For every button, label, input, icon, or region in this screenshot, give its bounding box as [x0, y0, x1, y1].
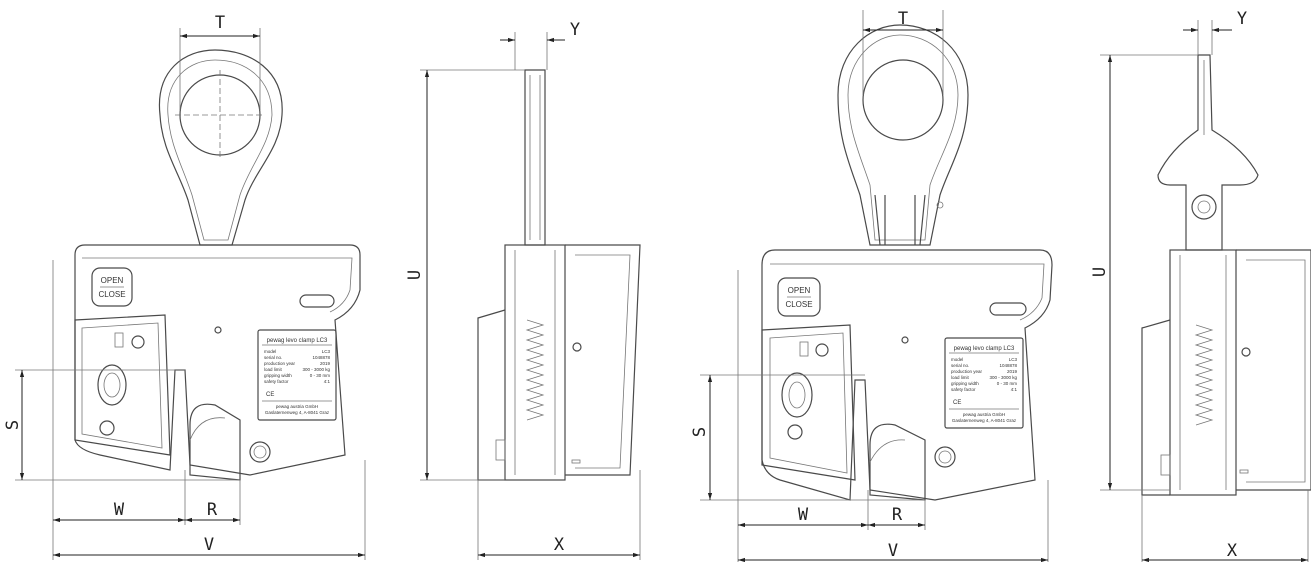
svg-text:CE: CE — [266, 392, 274, 398]
svg-text:production year: production year — [264, 361, 296, 366]
dim-w: W — [798, 505, 809, 525]
dim-u: U — [1090, 267, 1110, 277]
dim-y: Y — [570, 20, 580, 40]
svg-text:300 - 3000 kg: 300 - 3000 kg — [302, 367, 330, 372]
lifting-eye — [158, 49, 283, 246]
svg-text:pewag levo clamp LC3: pewag levo clamp LC3 — [267, 338, 328, 344]
svg-text:serial no.: serial no. — [951, 363, 969, 368]
dim-s: S — [3, 420, 23, 430]
dim-r: R — [207, 500, 218, 520]
svg-text:safety factor: safety factor — [264, 379, 289, 384]
slot — [299, 294, 335, 308]
clamp-body — [761, 249, 1053, 501]
svg-text:load limit: load limit — [951, 375, 970, 380]
dim-u: U — [405, 270, 425, 280]
svg-text:serial no.: serial no. — [264, 355, 282, 360]
lever-knob — [97, 364, 127, 406]
clamp-jaw — [869, 423, 926, 501]
svg-text:0 - 30 mm: 0 - 30 mm — [997, 381, 1018, 386]
svg-text:pewag austria GmbH: pewag austria GmbH — [276, 404, 318, 409]
dim-w: W — [114, 500, 125, 520]
svg-text:safety factor: safety factor — [951, 387, 976, 392]
lever-panel — [761, 324, 856, 481]
svg-text:4:1: 4:1 — [324, 379, 331, 384]
svg-text:4:1: 4:1 — [1011, 387, 1018, 392]
open-close-button — [91, 267, 133, 307]
open-label: OPEN — [101, 276, 124, 285]
svg-text:pewag levo clamp LC3: pewag levo clamp LC3 — [954, 346, 1015, 352]
lever-panel — [74, 314, 171, 456]
svg-text:Gaslaternenweg 4, A-8041 Graz: Gaslaternenweg 4, A-8041 Graz — [952, 418, 1017, 423]
svg-text:LC3: LC3 — [322, 349, 331, 354]
svg-text:gripping width: gripping width — [264, 373, 292, 378]
close-label: CLOSE — [785, 300, 812, 309]
svg-text:production year: production year — [951, 369, 983, 374]
lifting-eye — [837, 24, 969, 246]
dim-v: V — [888, 541, 898, 561]
side-view-1: Y U X — [405, 20, 641, 560]
name-plate: pewag levo clamp LC3 model LC3 serial no.… — [944, 337, 1024, 429]
svg-text:pewag austria GmbH: pewag austria GmbH — [963, 412, 1005, 417]
front-view-2: OPEN CLOSE pewag levo clamp LC3 model LC3… — [690, 9, 1053, 562]
spring — [1194, 324, 1214, 426]
dim-x: X — [1227, 541, 1238, 561]
slot — [989, 302, 1027, 316]
front-view-1: OPEN CLOSE pewag levo clamp LC3 model LC3… — [3, 13, 366, 560]
svg-text:1048878: 1048878 — [312, 355, 330, 360]
svg-text:2019: 2019 — [1007, 369, 1018, 374]
side-view-2: Y U X — [1090, 9, 1311, 562]
spring — [525, 319, 545, 421]
clamp-body — [74, 244, 361, 476]
svg-text:model: model — [951, 357, 963, 362]
svg-text:CE: CE — [953, 400, 961, 406]
dim-t: T — [215, 13, 225, 33]
name-plate: pewag levo clamp LC3 model LC3 serial no.… — [257, 329, 337, 421]
open-label: OPEN — [788, 286, 811, 295]
svg-text:LC3: LC3 — [1009, 357, 1018, 362]
svg-text:2019: 2019 — [320, 361, 331, 366]
svg-text:0 - 30 mm: 0 - 30 mm — [310, 373, 331, 378]
svg-text:300 - 3000 kg: 300 - 3000 kg — [989, 375, 1017, 380]
dim-t: T — [898, 9, 908, 29]
dim-x: X — [554, 535, 565, 555]
svg-text:load limit: load limit — [264, 367, 283, 372]
side-eye — [1157, 54, 1259, 251]
dim-y: Y — [1237, 9, 1247, 29]
side-body — [1169, 249, 1237, 496]
dim-s: S — [690, 427, 710, 437]
svg-text:gripping width: gripping width — [951, 381, 979, 386]
dim-r: R — [892, 505, 903, 525]
close-label: CLOSE — [98, 290, 125, 299]
svg-text:Gaslaternenweg 4, A-8041 Graz: Gaslaternenweg 4, A-8041 Graz — [265, 410, 330, 415]
lever-knob — [781, 372, 813, 418]
svg-text:1048878: 1048878 — [999, 363, 1017, 368]
dim-v: V — [204, 535, 214, 555]
eye-hole — [862, 59, 944, 141]
side-eye — [524, 69, 546, 246]
side-body — [504, 244, 566, 481]
clamp-jaw — [189, 403, 241, 481]
svg-text:model: model — [264, 349, 276, 354]
open-close-button — [777, 277, 821, 317]
